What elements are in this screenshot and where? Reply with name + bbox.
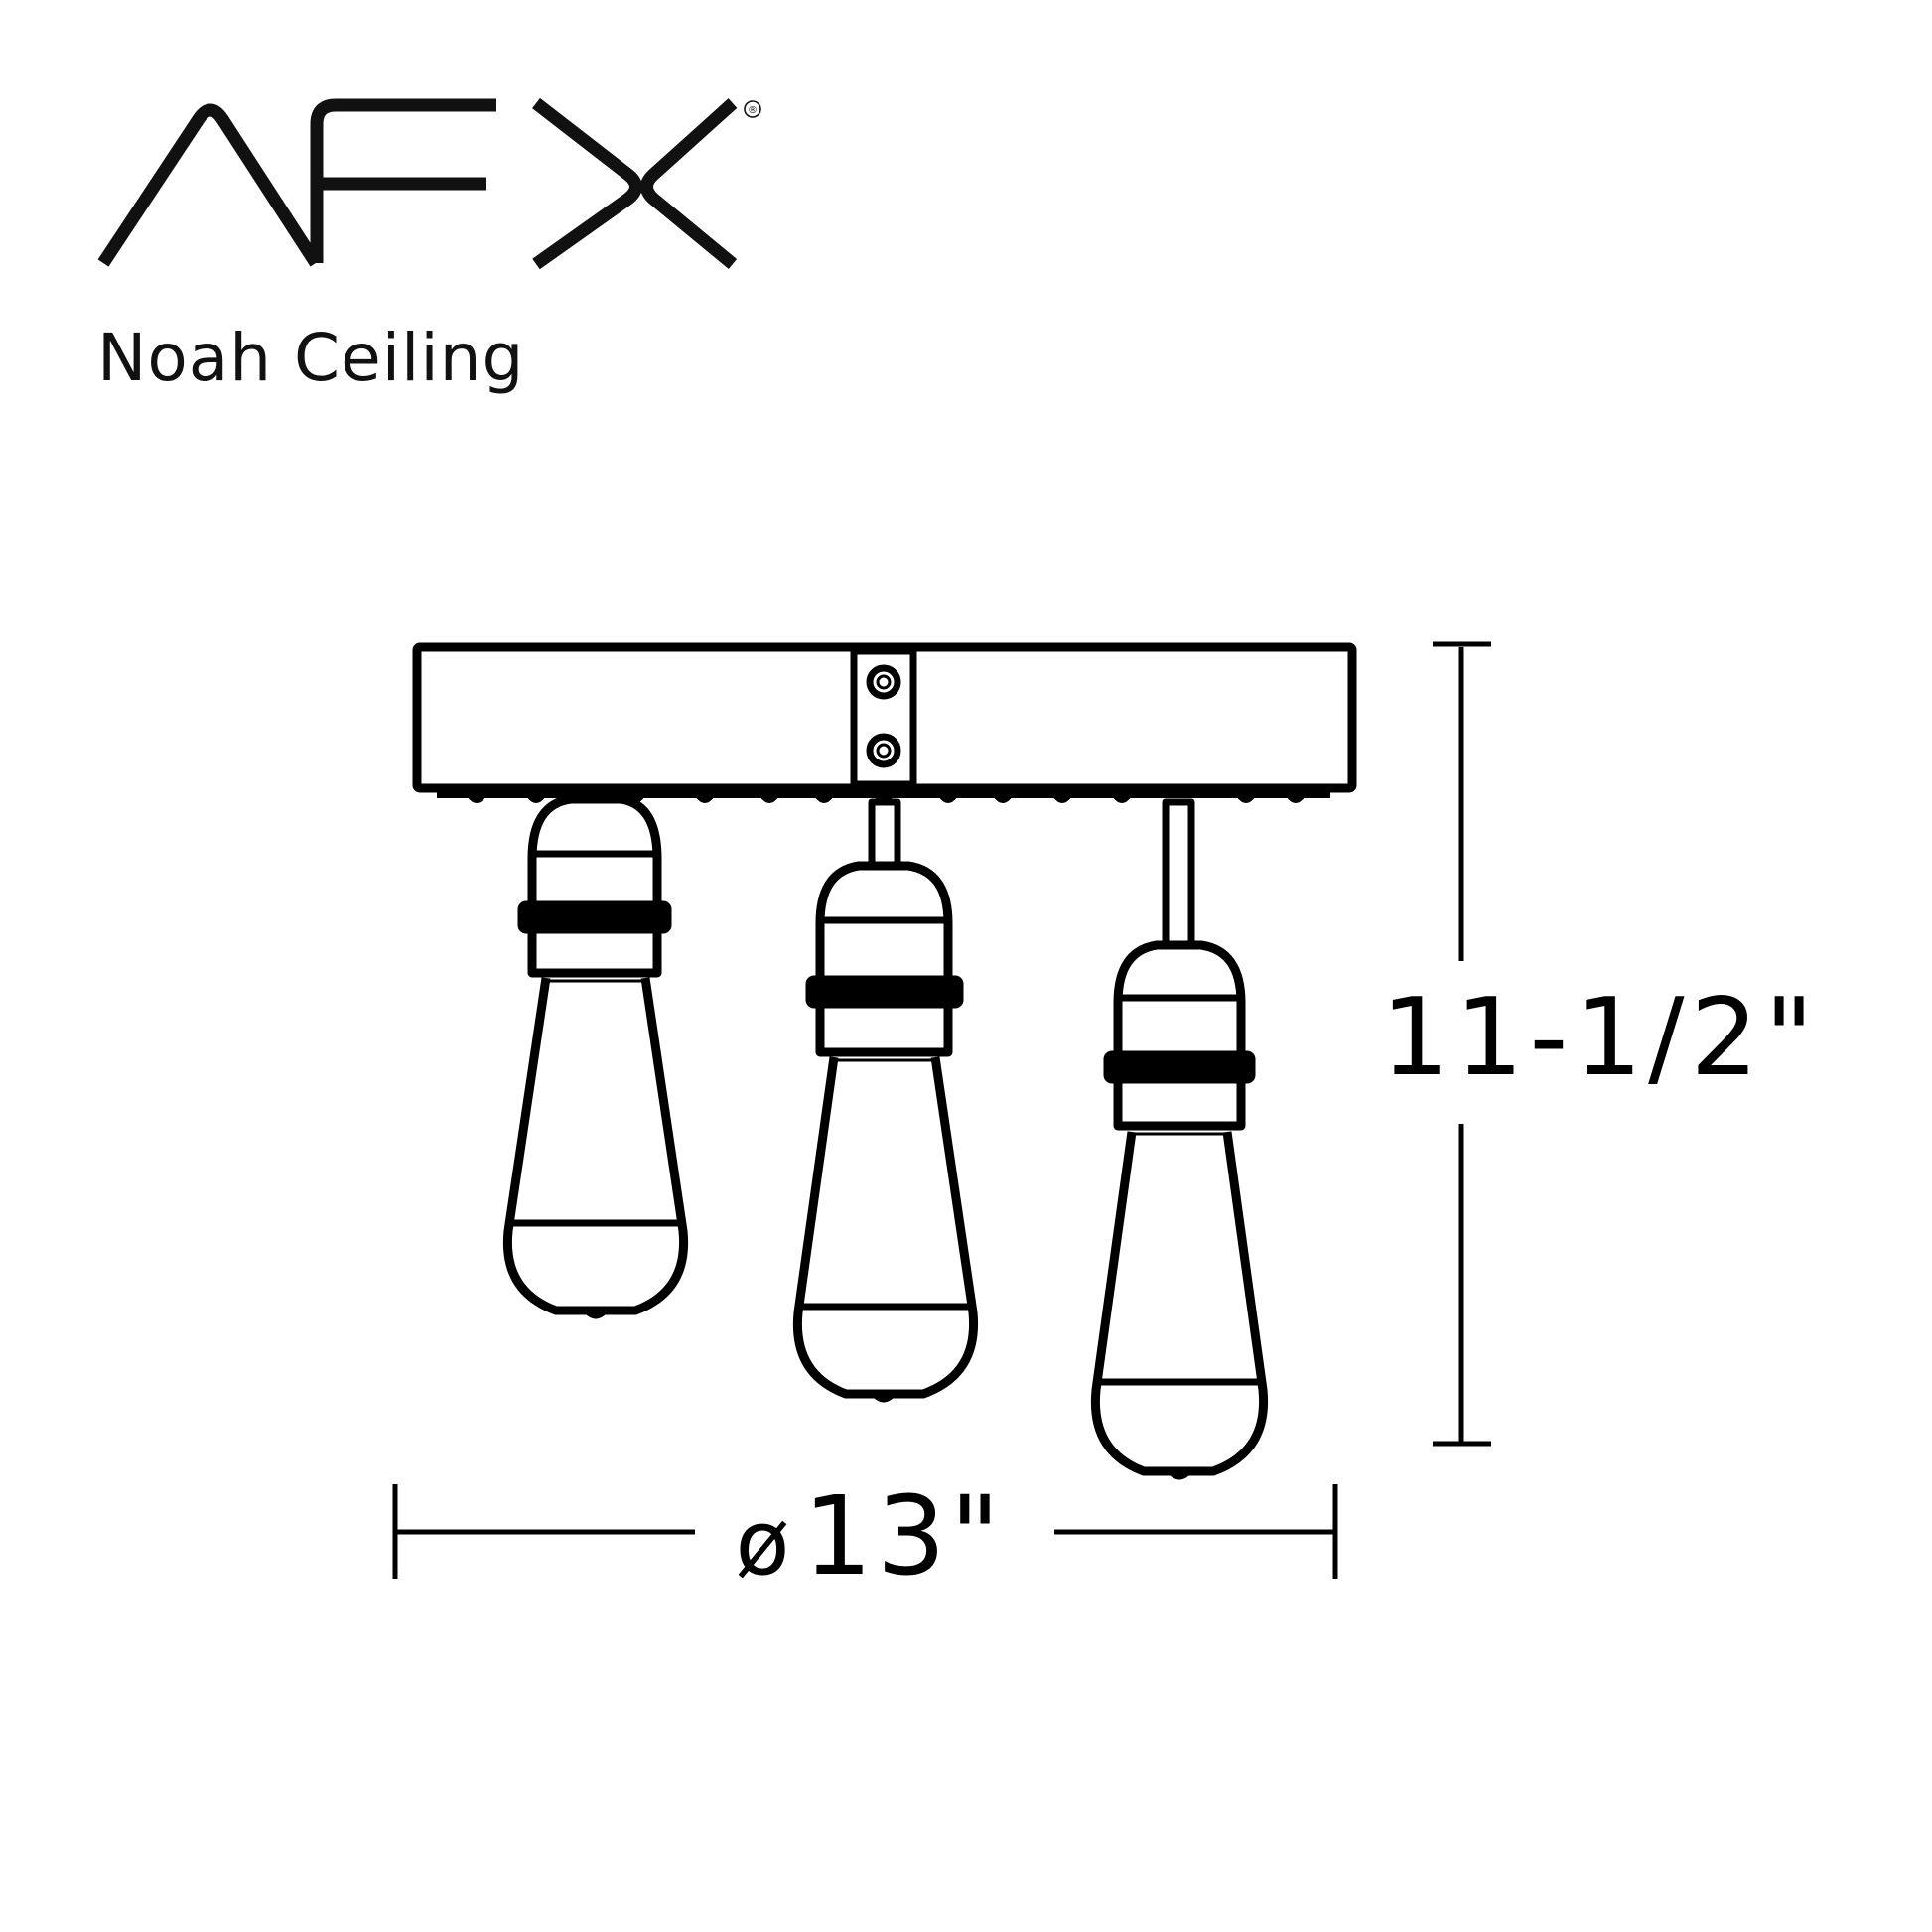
logo-letter-a	[97, 103, 322, 267]
afx-logo: ®	[97, 97, 761, 270]
screw-icon	[866, 733, 901, 768]
height-dimension	[1433, 641, 1491, 1447]
product-name: Noah Ceiling	[97, 320, 525, 396]
registered-mark-icon: ®	[744, 100, 761, 118]
diameter-label: 13"	[803, 1472, 1005, 1599]
diameter-symbol-icon: ø	[735, 1491, 789, 1595]
svg-text:®: ®	[748, 105, 758, 116]
bulb-left	[502, 794, 689, 1319]
logo-letter-x-left	[532, 97, 642, 270]
bulb-middle	[792, 798, 979, 1403]
bulb-right	[1090, 798, 1269, 1480]
screw-icon	[866, 664, 901, 700]
canopy	[412, 642, 1357, 798]
width-dimension	[392, 1484, 1338, 1579]
logo-letter-f-top	[310, 98, 496, 263]
logo-letter-x-right	[640, 98, 738, 270]
height-label: 11-1/2"	[1381, 976, 1820, 1100]
